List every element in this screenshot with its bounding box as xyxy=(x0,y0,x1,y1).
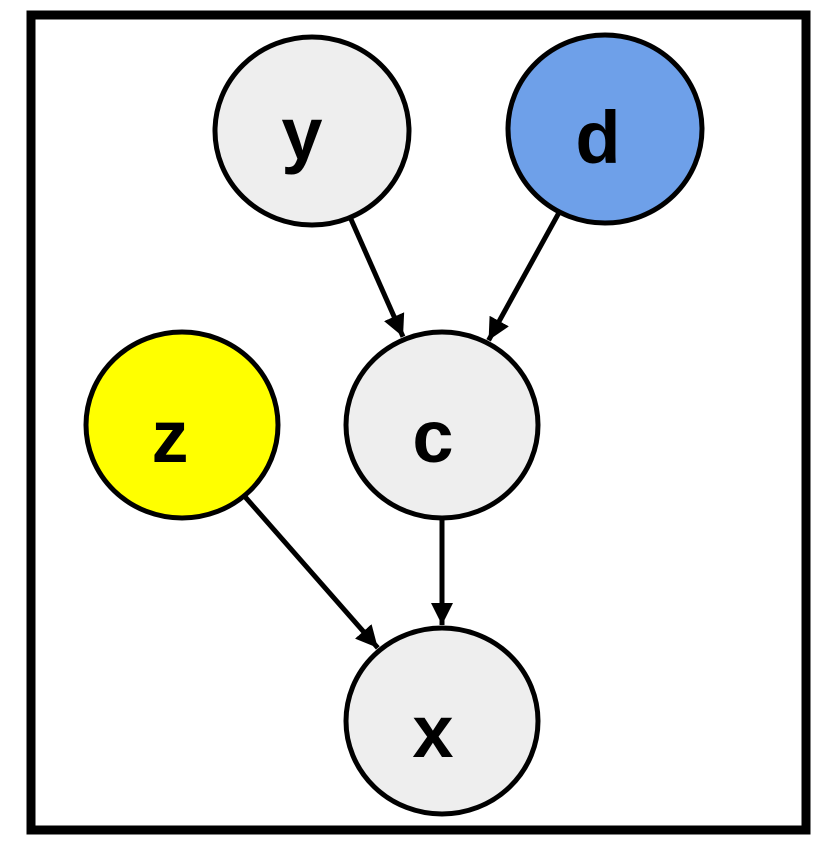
edge-y-to-c xyxy=(348,218,406,338)
node-d-label: d xyxy=(575,96,620,179)
node-c: c xyxy=(343,329,541,521)
node-y-circle xyxy=(212,34,412,228)
node-c-label: c xyxy=(412,395,453,478)
node-x-label: x xyxy=(412,690,453,773)
node-z-circle xyxy=(83,329,281,521)
edge-d-to-c xyxy=(486,212,561,342)
edges-layer xyxy=(243,212,561,650)
node-y: y xyxy=(212,34,412,228)
edge-z-to-x xyxy=(243,495,380,650)
node-z-label: z xyxy=(152,395,189,478)
node-c-circle xyxy=(343,329,541,521)
plate-frame xyxy=(26,10,811,835)
node-y-label: y xyxy=(281,92,322,175)
node-d: d xyxy=(505,32,705,226)
node-x: x xyxy=(343,625,541,817)
node-d-circle xyxy=(505,32,705,226)
node-x-circle xyxy=(343,625,541,817)
node-z: z xyxy=(83,329,281,521)
